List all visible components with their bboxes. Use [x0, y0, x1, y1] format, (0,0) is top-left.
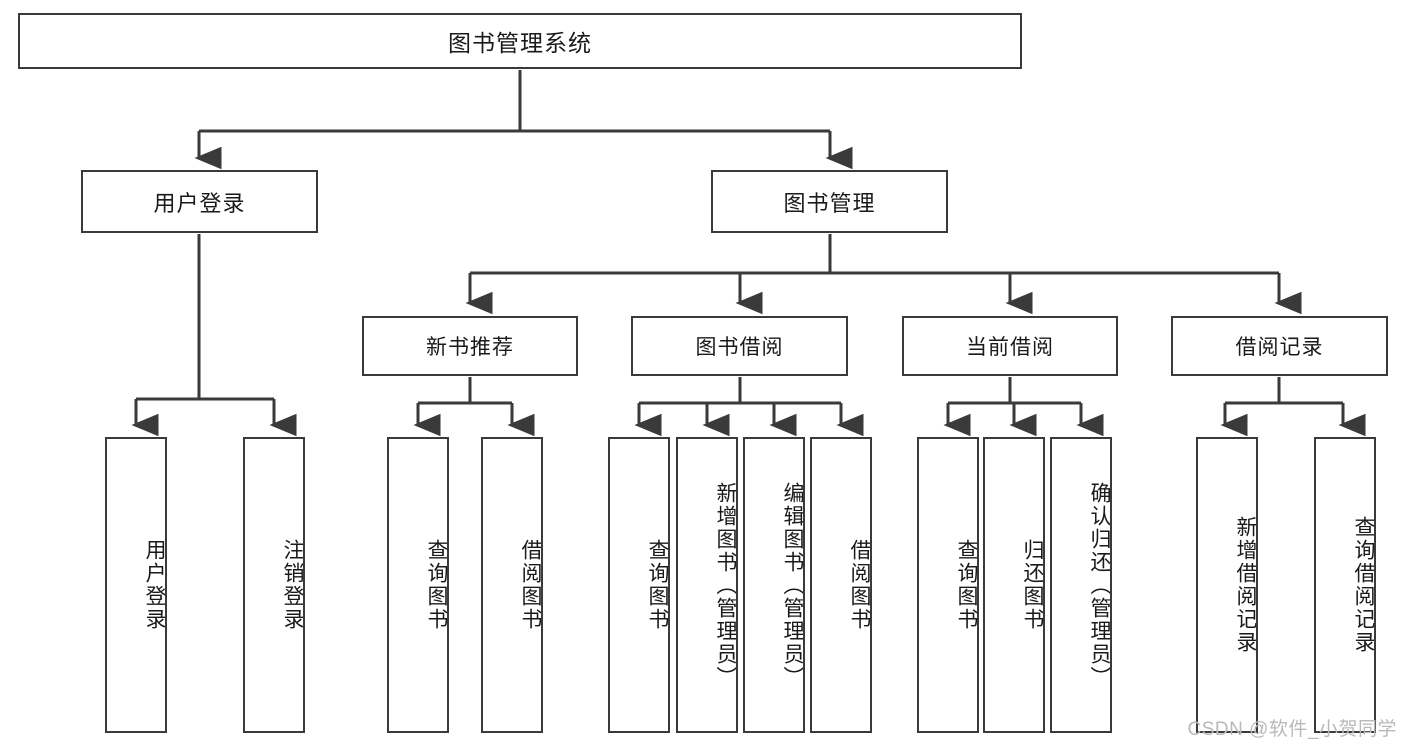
- node-label: 新增借阅记录: [1234, 516, 1257, 654]
- csdn-watermark: CSDN @软件_小贺同学: [1187, 719, 1397, 740]
- node-label: 归还图书: [1021, 539, 1044, 631]
- node-book-manage[interactable]: 图书管理: [711, 170, 948, 233]
- node-current-borrow[interactable]: 当前借阅: [902, 316, 1118, 376]
- node-leaf-confirm-return[interactable]: 确认归还（管理员）: [1050, 437, 1112, 733]
- node-root-system[interactable]: 图书管理系统: [18, 13, 1022, 69]
- node-leaf-user-login[interactable]: 用户登录: [105, 437, 167, 733]
- node-leaf-add-record[interactable]: 新增借阅记录: [1196, 437, 1258, 733]
- node-user-login[interactable]: 用户登录: [81, 170, 318, 233]
- node-label: 用户登录: [153, 190, 246, 216]
- node-leaf-query-book-2[interactable]: 查询图书: [608, 437, 670, 733]
- node-leaf-query-book-1[interactable]: 查询图书: [387, 437, 449, 733]
- node-borrow-record[interactable]: 借阅记录: [1171, 316, 1388, 376]
- node-leaf-borrow-book-2[interactable]: 借阅图书: [810, 437, 872, 733]
- node-new-book-recommend[interactable]: 新书推荐: [362, 316, 578, 376]
- node-label: 当前借阅: [966, 336, 1054, 359]
- node-label: 新增图书（管理员）: [714, 481, 737, 689]
- node-leaf-return-book[interactable]: 归还图书: [983, 437, 1045, 733]
- node-label: 编辑图书（管理员）: [781, 481, 804, 689]
- node-book-borrow[interactable]: 图书借阅: [631, 316, 848, 376]
- node-leaf-add-book[interactable]: 新增图书（管理员）: [676, 437, 738, 733]
- node-leaf-edit-book[interactable]: 编辑图书（管理员）: [743, 437, 805, 733]
- node-label: 图书管理系统: [448, 30, 592, 56]
- node-label: 查询图书: [646, 539, 669, 631]
- node-leaf-logout-login[interactable]: 注销登录: [243, 437, 305, 733]
- node-label: 查询图书: [955, 539, 978, 631]
- node-leaf-query-book-3[interactable]: 查询图书: [917, 437, 979, 733]
- node-label: 确认归还（管理员）: [1088, 481, 1111, 689]
- node-label: 新书推荐: [426, 336, 514, 359]
- node-label: 用户登录: [143, 539, 166, 631]
- node-label: 借阅记录: [1235, 336, 1324, 359]
- node-label: 注销登录: [281, 539, 304, 631]
- node-label: 查询图书: [425, 539, 448, 631]
- node-label: 图书管理: [783, 190, 876, 216]
- node-leaf-query-record[interactable]: 查询借阅记录: [1314, 437, 1376, 733]
- node-label: 借阅图书: [848, 539, 871, 631]
- node-label: 借阅图书: [519, 539, 542, 631]
- node-label: 查询借阅记录: [1352, 516, 1375, 654]
- node-label: 图书借阅: [695, 336, 784, 359]
- node-leaf-borrow-book-1[interactable]: 借阅图书: [481, 437, 543, 733]
